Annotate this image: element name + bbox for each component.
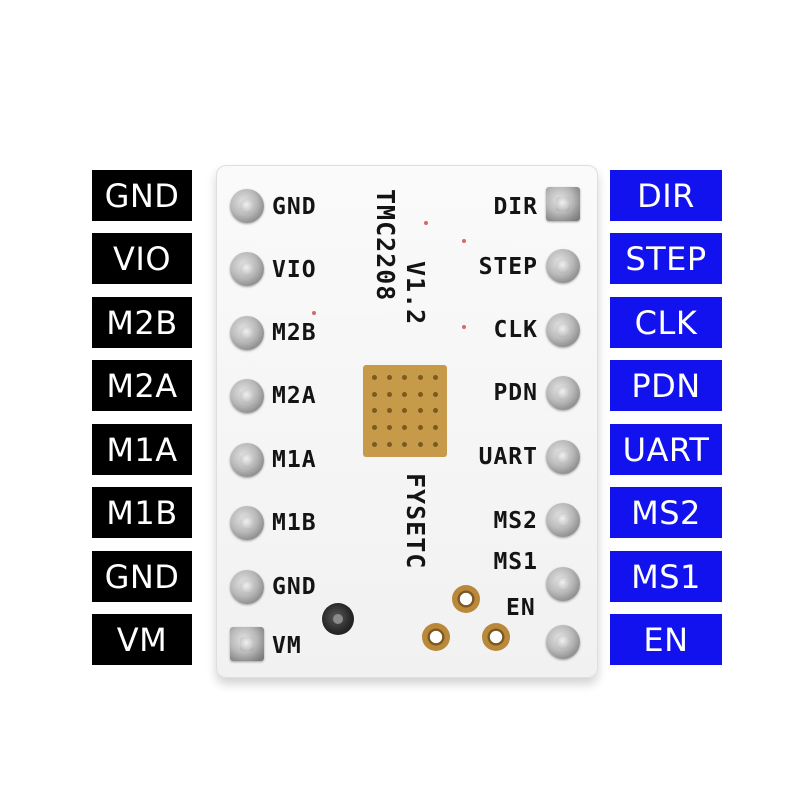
silk-right-7: MS1 [493, 549, 538, 575]
right-label-ms2: MS2 [610, 487, 722, 538]
pad-right-7 [546, 567, 580, 601]
pad-right-4 [546, 376, 580, 410]
brand-text: FYSETC [401, 473, 430, 570]
silk-left-8: VM [272, 633, 302, 659]
pad-left-4 [230, 379, 264, 413]
pad-left-5 [230, 443, 264, 477]
pad-right-5 [546, 440, 580, 474]
pad-left-7 [230, 570, 264, 604]
pad-right-8 [546, 625, 580, 659]
left-label-gnd-1: GND [92, 170, 192, 221]
silk-left-6: M1B [272, 510, 317, 536]
pad-left-3 [230, 316, 264, 350]
via-1 [452, 585, 480, 613]
silk-right-8: EN [506, 595, 536, 621]
left-label-m1a: M1A [92, 424, 192, 475]
silk-left-5: M1A [272, 447, 317, 473]
led-component [322, 603, 354, 635]
left-label-m2a: M2A [92, 360, 192, 411]
thermal-pad [363, 365, 447, 457]
left-label-m1b: M1B [92, 487, 192, 538]
component-dot [462, 325, 466, 329]
right-label-ms1: MS1 [610, 551, 722, 602]
right-label-step: STEP [610, 233, 722, 284]
silk-right-6: MS2 [493, 508, 538, 534]
right-label-en: EN [610, 614, 722, 665]
pad-left-6 [230, 506, 264, 540]
component-dot [424, 221, 428, 225]
pad-right-1 [546, 187, 580, 221]
version-text: V1.2 [401, 261, 430, 326]
silk-left-2: VIO [272, 257, 317, 283]
pad-right-2 [546, 249, 580, 283]
right-label-dir: DIR [610, 170, 722, 221]
right-label-clk: CLK [610, 297, 722, 348]
pad-right-6 [546, 503, 580, 537]
silk-left-1: GND [272, 194, 317, 220]
pad-left-8 [230, 627, 264, 661]
left-label-m2b: M2B [92, 297, 192, 348]
driver-board: GND VIO M2B M2A M1A M1B GND VM DIR STEP … [216, 165, 598, 686]
via-3 [482, 623, 510, 651]
pad-right-3 [546, 313, 580, 347]
silk-right-2: STEP [478, 254, 538, 280]
component-dot [462, 239, 466, 243]
silk-right-5: UART [478, 444, 538, 470]
left-label-gnd-2: GND [92, 551, 192, 602]
silk-right-4: PDN [493, 380, 538, 406]
silk-left-4: M2A [272, 383, 317, 409]
pad-left-1 [230, 189, 264, 223]
left-label-vm: VM [92, 614, 192, 665]
pad-left-2 [230, 252, 264, 286]
component-dot [312, 311, 316, 315]
via-2 [422, 623, 450, 651]
silk-left-3: M2B [272, 320, 317, 346]
right-label-uart: UART [610, 424, 722, 475]
silk-right-1: DIR [493, 194, 538, 220]
left-label-vio: VIO [92, 233, 192, 284]
chip-name-text: TMC2208 [371, 189, 400, 302]
silk-left-7: GND [272, 574, 317, 600]
right-label-pdn: PDN [610, 360, 722, 411]
silk-right-3: CLK [493, 317, 538, 343]
